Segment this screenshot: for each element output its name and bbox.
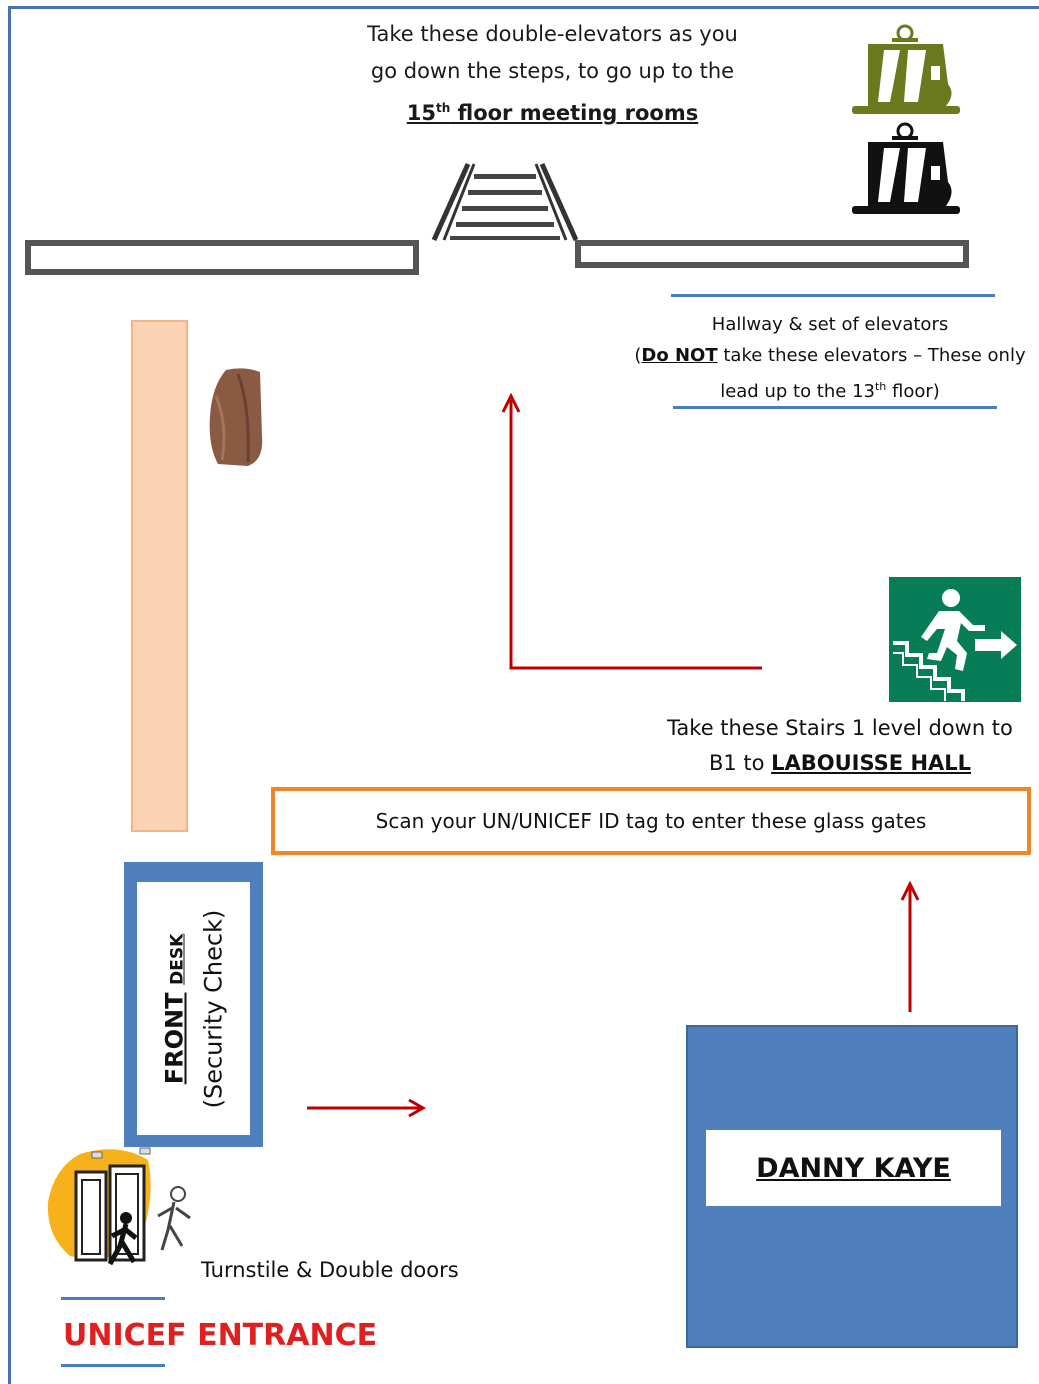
unicef-entrance-label: UNICEF ENTRANCE [63,1318,378,1353]
instruction-line-3: 15th floor meeting rooms [406,101,699,125]
turnstile-label: Turnstile & Double doors [201,1258,459,1282]
front-desk: FRONT DESK (Security Check) [124,862,263,1147]
glass-gates-label: Scan your UN/UNICEF ID tag to enter thes… [375,809,927,833]
elevator-black-icon [852,122,960,214]
hallway-line-3: lead up to the 13th floor) [720,380,940,402]
path-arrow-to-gates [900,880,920,1012]
hallway-line-1: Hallway & set of elevators [711,314,949,335]
hallway-rule-top [671,294,995,297]
entrance-rule-top [61,1297,165,1300]
security-check-label: (Security Check) [199,909,227,1108]
front-desk-inner: FRONT DESK (Security Check) [137,882,250,1135]
path-arrow-right [307,1098,427,1118]
plant-pot-icon [209,368,263,466]
instruction-line-2: go down the steps, to go up to the [370,59,735,83]
emergency-exit-stairs-icon [889,577,1021,702]
stairs-directions: Take these Stairs 1 level down to B1 to … [640,711,1039,781]
path-arrow-to-elevators [501,392,762,670]
hallway-elevator-warning: Hallway & set of elevators (Do NOT take … [625,309,1035,407]
hallway-rule-bottom [673,406,997,409]
map-frame-left [8,6,11,1384]
wall-left [25,240,419,275]
wall-right [575,240,969,268]
hallway-line-2: (Do NOT take these elevators – These onl… [634,345,1026,366]
entrance-rule-bottom [61,1364,165,1367]
reception-counter [131,320,188,832]
stairs-line-2: B1 to LABOUISSE HALL [708,751,972,775]
stairs-up-icon [431,162,579,242]
danny-kaye-label: DANNY KAYE [706,1130,1001,1206]
revolving-door-icon [47,1147,191,1266]
instruction-line-1: Take these double-elevators as you [367,22,738,46]
map-frame-top [8,6,1039,9]
elevator-olive-icon [852,24,960,114]
elevator-instructions: Take these double-elevators as you go do… [300,16,805,132]
stairs-line-1: Take these Stairs 1 level down to [667,716,1013,740]
front-desk-label: FRONT DESK (Security Check) [156,909,231,1108]
glass-gates-box: Scan your UN/UNICEF ID tag to enter thes… [271,787,1031,855]
